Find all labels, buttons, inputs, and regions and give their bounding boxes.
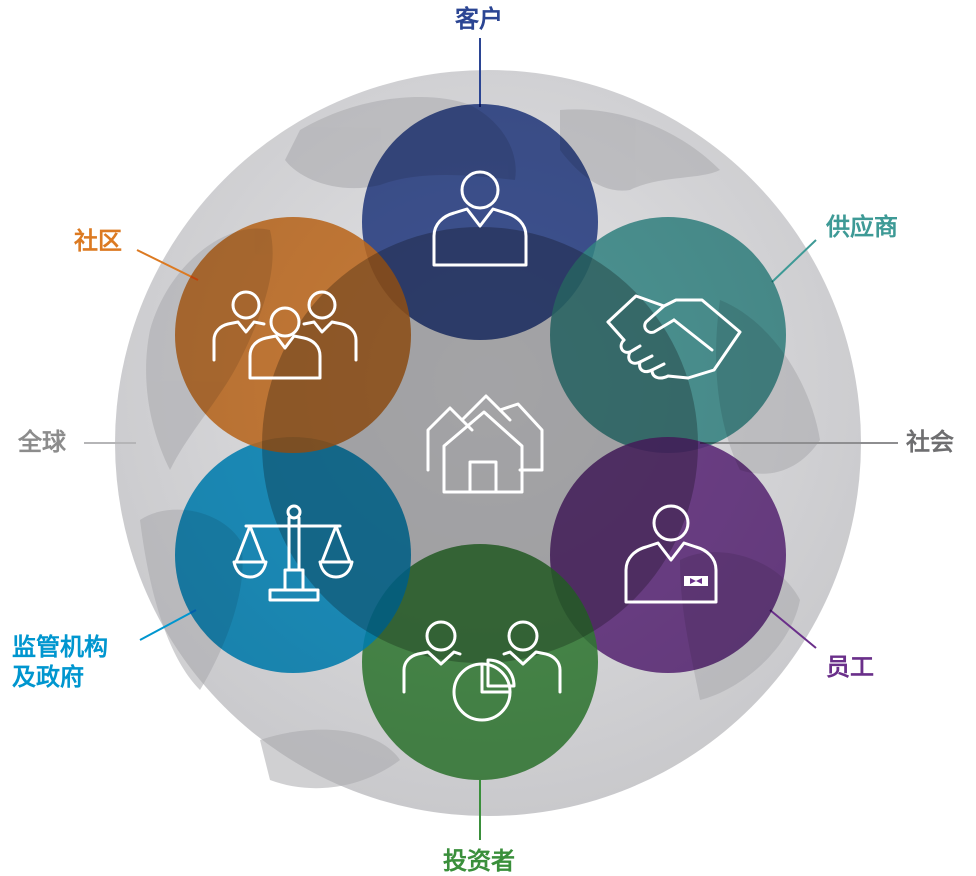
label-investors: 投资者 bbox=[443, 847, 515, 875]
stakeholder-circles bbox=[175, 104, 786, 780]
label-society: 社会 bbox=[906, 428, 954, 456]
scales-icon bbox=[232, 504, 354, 602]
investors-piechart-icon bbox=[402, 620, 562, 722]
leader-line-employees bbox=[769, 609, 817, 649]
leader-line-suppliers bbox=[771, 239, 817, 283]
label-community: 社区 bbox=[74, 227, 122, 255]
circle-investors bbox=[362, 544, 598, 780]
label-suppliers: 供应商 bbox=[826, 213, 898, 241]
label-employees: 员工 bbox=[826, 653, 874, 681]
group-icon bbox=[212, 290, 358, 380]
handshake-icon bbox=[606, 294, 742, 380]
label-regulators-line2: 及政府 bbox=[12, 663, 84, 691]
leader-line-regulators bbox=[139, 609, 197, 641]
person-icon bbox=[432, 170, 528, 267]
circle-customers bbox=[362, 104, 598, 340]
employee-badge-icon bbox=[624, 504, 718, 604]
circle-suppliers bbox=[550, 217, 786, 453]
label-customers: 客户 bbox=[455, 5, 503, 33]
leader-lines bbox=[84, 38, 898, 840]
houses-icon bbox=[426, 394, 544, 494]
leader-line-community bbox=[136, 249, 199, 281]
label-global: 全球 bbox=[18, 428, 66, 456]
label-regulators: 监管机构 及政府 bbox=[12, 632, 132, 692]
circle-regulators bbox=[175, 437, 411, 673]
label-regulators-line1: 监管机构 bbox=[12, 633, 108, 661]
